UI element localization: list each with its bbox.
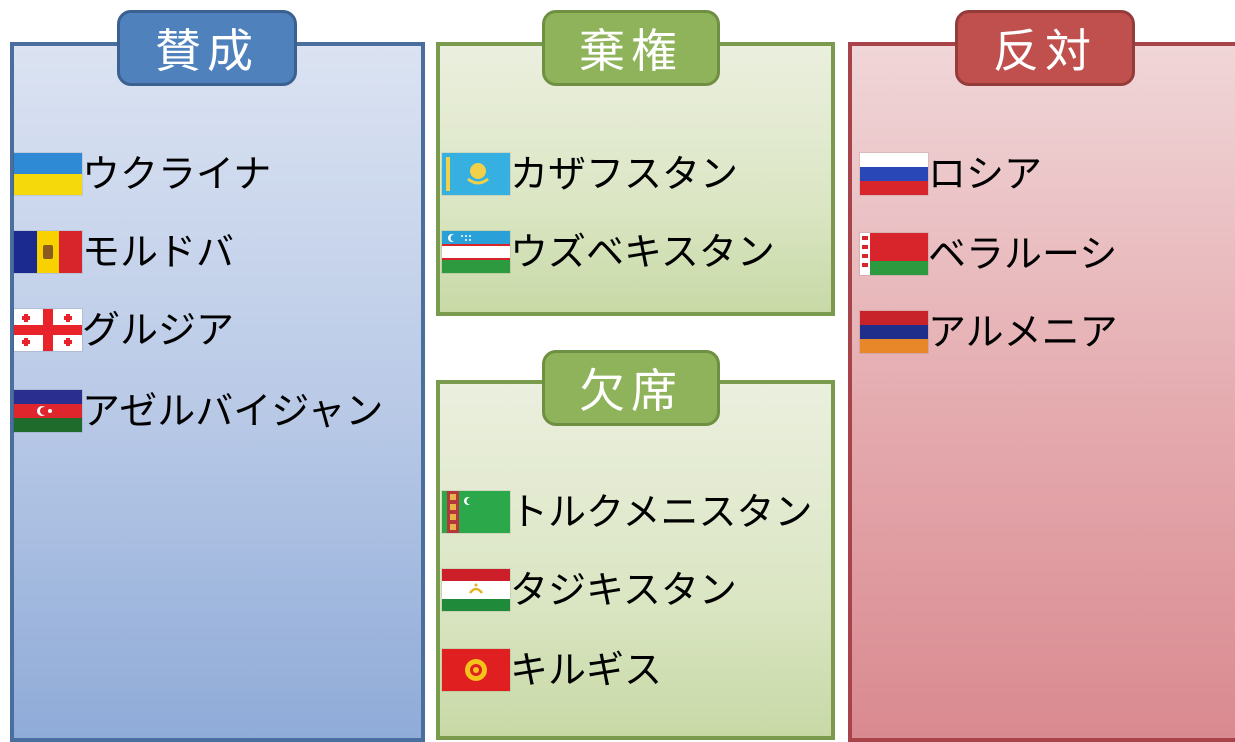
list-item-kyrgyzstan: キルギス [442,648,662,692]
country-label: カザフスタン [510,152,739,196]
country-label: グルジア [82,308,235,352]
country-label: ロシア [928,152,1043,196]
russia-flag-icon [860,153,928,195]
country-label: ウクライナ [82,152,272,196]
uzbekistan-flag-icon [442,231,510,273]
georgia-flag-icon [14,309,82,351]
turkmenistan-flag-icon [442,491,510,533]
favor-title: 賛成 [117,10,297,86]
list-item-moldova: モルドバ [14,230,234,274]
country-label: キルギス [510,648,663,692]
list-item-tajikistan: タジキスタン [442,568,737,612]
country-label: アルメニア [928,310,1118,354]
country-label: ウズベキスタン [510,230,775,274]
list-item-russia: ロシア [860,152,1042,196]
tajikistan-flag-icon [442,569,510,611]
kyrgyzstan-flag-icon [442,649,510,691]
list-item-uzbekistan: ウズベキスタン [442,230,775,274]
against-title: 反対 [955,10,1135,86]
abstain-title: 棄権 [542,10,720,86]
list-item-azerbaijan: アゼルバイジャン [14,389,383,433]
list-item-armenia: アルメニア [860,310,1118,354]
country-label: トルクメニスタン [510,490,813,534]
azerbaijan-flag-icon [14,390,82,432]
list-item-belarus: ベラルーシ [860,232,1117,276]
armenia-flag-icon [860,311,928,353]
kazakhstan-flag-icon [442,153,510,195]
belarus-flag-icon [860,233,928,275]
absent-title: 欠席 [542,350,720,426]
list-item-ukraine: ウクライナ [14,152,271,196]
country-label: アゼルバイジャン [82,389,384,433]
country-label: タジキスタン [510,568,737,612]
ukraine-flag-icon [14,153,82,195]
list-item-kazakhstan: カザフスタン [442,152,738,196]
list-item-georgia: グルジア [14,308,234,352]
moldova-flag-icon [14,231,82,273]
country-label: ベラルーシ [928,232,1118,276]
country-label: モルドバ [82,230,235,274]
against-panel [848,42,1235,742]
list-item-turkmenistan: トルクメニスタン [442,490,812,534]
